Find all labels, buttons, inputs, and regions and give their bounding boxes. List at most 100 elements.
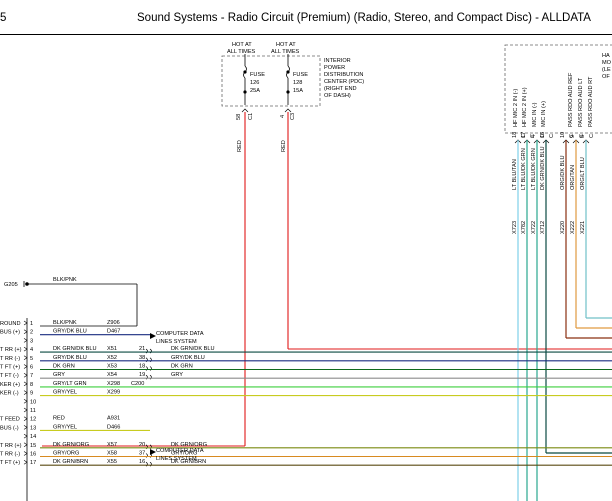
inline-connector-icon: [145, 366, 152, 371]
wire-color-label: GRY/ORG: [171, 451, 197, 457]
connector-pin-number: 4: [30, 347, 33, 353]
hfm-pin-number: 18: [512, 132, 518, 138]
connector-tick-icon: [23, 399, 28, 404]
connector-pin-function: T RR (+): [0, 443, 22, 449]
wire-color-label: GRY/YEL: [53, 390, 77, 396]
pdc-label-1: INTERIOR: [324, 58, 351, 64]
connector-tick-icon: [23, 346, 28, 352]
hfm-circuit-id: X722: [531, 221, 537, 234]
splice-label: C200: [131, 381, 144, 387]
wire-color-label: GRY/YEL: [53, 424, 77, 430]
hfm-pin-label-2: HF MIC 2 IN (+): [522, 87, 528, 127]
pdc-label-4: CENTER (PDC): [324, 79, 364, 85]
hfm-pin-number: 4: [531, 135, 537, 138]
hfm-pin-number: 8: [580, 135, 586, 138]
pdc-label-5: (RIGHT END: [324, 86, 357, 92]
pdc-hot1-line1: HOT AT: [232, 42, 252, 48]
computer-data-2b: LINES SYSTEM: [156, 456, 197, 462]
hfm-pin-label-6: PASS RDO AUD LT: [578, 77, 584, 127]
connector-pin-function: KER (+): [0, 382, 20, 388]
connector-pin-number: 11: [30, 408, 36, 414]
connector-pin-number: 6: [30, 365, 33, 371]
fuse2-rating: 15A: [293, 88, 303, 94]
hfm-circuit-id: X222: [570, 221, 576, 234]
hfm-label-1: HA: [602, 53, 610, 59]
connector-tick-icon: [23, 451, 28, 456]
connector-pin-function: T RR (-): [0, 452, 20, 458]
hfm-circuit-id: X712: [540, 221, 546, 234]
hfm-wire-color: ORG/DK BLU: [560, 155, 566, 190]
connector-pin-number: 12: [30, 417, 36, 423]
inline-connector-icon: [145, 357, 152, 363]
connector-tick-icon: [23, 390, 28, 395]
inline-connector-icon: [145, 444, 152, 450]
arrow-icon: [150, 333, 156, 339]
fuse2-label: FUSE: [293, 72, 308, 78]
circuit-id: D466: [107, 424, 120, 430]
pdc-pin1: 58: [236, 114, 242, 120]
hfm-wire-color: ORG/TAN: [570, 165, 576, 190]
hfm-wire-color: LT BLU/DK GRN: [521, 148, 527, 190]
hfm-wire-color: LT BLU/TAN: [512, 159, 518, 190]
pdc-label-3: DISTRIBUTION: [324, 72, 363, 78]
hfm-wire-color: DK GRN/DK BLU: [540, 146, 546, 190]
pdc-pin2: 4: [280, 115, 286, 118]
pdc-box: [221, 55, 321, 107]
connector-pin-function: T FEED: [0, 417, 20, 423]
circuit-id: X51: [107, 346, 117, 352]
wire-color-label: DK GRN/ORG: [53, 442, 89, 448]
hfm-pin-number: 17: [521, 132, 527, 138]
header-rule: [0, 34, 612, 35]
hfm-conn-label: C: [521, 134, 527, 138]
hfm-pin-number: 9: [570, 135, 576, 138]
connector-pin-number: 15: [30, 443, 36, 449]
wire-color-label: DK GRN: [171, 364, 193, 370]
hfm-label-3: (LE: [602, 67, 611, 73]
hfm-pin-label-4: MIC IN (+): [541, 101, 547, 127]
connector-tick-icon: [23, 407, 28, 413]
connector-tick-icon: [23, 329, 28, 334]
pdc-hot1-line2: ALL TIMES: [227, 49, 256, 55]
connector-pin-number: 8: [30, 382, 33, 388]
pdc-hot2-line2: ALL TIMES: [271, 49, 300, 55]
wire-color-label: DK GRN/DK BLU: [53, 346, 97, 352]
connector-pin-function: T RR (+): [0, 347, 22, 353]
hfm-conn-label: C: [589, 134, 595, 138]
wire-color-label: BLK/PNK: [53, 320, 77, 326]
fuse1-label: FUSE: [250, 72, 265, 78]
connector-pin-number: 9: [30, 391, 33, 397]
hfm-conn-label: C: [579, 134, 585, 138]
hfm-pin-label-7: PASS RDO AUD RT: [588, 76, 594, 127]
hfm-wire-color: LT BLU/DK GRN: [531, 148, 537, 190]
inline-connector-icon: [145, 348, 152, 354]
arrow-icon: [150, 449, 156, 455]
inline-pin-number: 20: [139, 442, 145, 448]
connector-pin-number: 10: [30, 399, 36, 405]
circuit-id: X52: [107, 355, 117, 361]
connector-tick-icon: [23, 381, 28, 387]
computer-data-1b: LINES SYSTEM: [156, 339, 197, 345]
inline-pin-number: 38: [139, 355, 145, 361]
wire-color-label: GRY/DK BLU: [53, 329, 87, 335]
connector-pin-function: T FT (+): [0, 365, 20, 371]
circuit-id: X299: [107, 390, 120, 396]
pdc-hot2-line1: HOT AT: [276, 42, 296, 48]
wire-color-label: DK GRN: [53, 364, 75, 370]
circuit-id: A931: [107, 416, 120, 422]
wire-color-label: GRY/ORG: [53, 451, 79, 457]
hfm-circuit-id: X723: [512, 221, 518, 234]
pdc-label-2: POWER: [324, 65, 345, 71]
wire-color-label: DK GRN/DK BLU: [171, 346, 215, 352]
hfm-label-2: MO: [602, 60, 612, 66]
circuit-id: X55: [107, 459, 117, 465]
circuit-id: X53: [107, 364, 117, 370]
connector-pin-number: 14: [30, 434, 36, 440]
connector-pin-number: 2: [30, 330, 33, 336]
computer-data-2a: COMPUTER DATA: [156, 448, 204, 454]
hfm-wire-color: ORG/LT BLU: [580, 157, 586, 190]
hfm-conn-label: C: [530, 134, 536, 138]
